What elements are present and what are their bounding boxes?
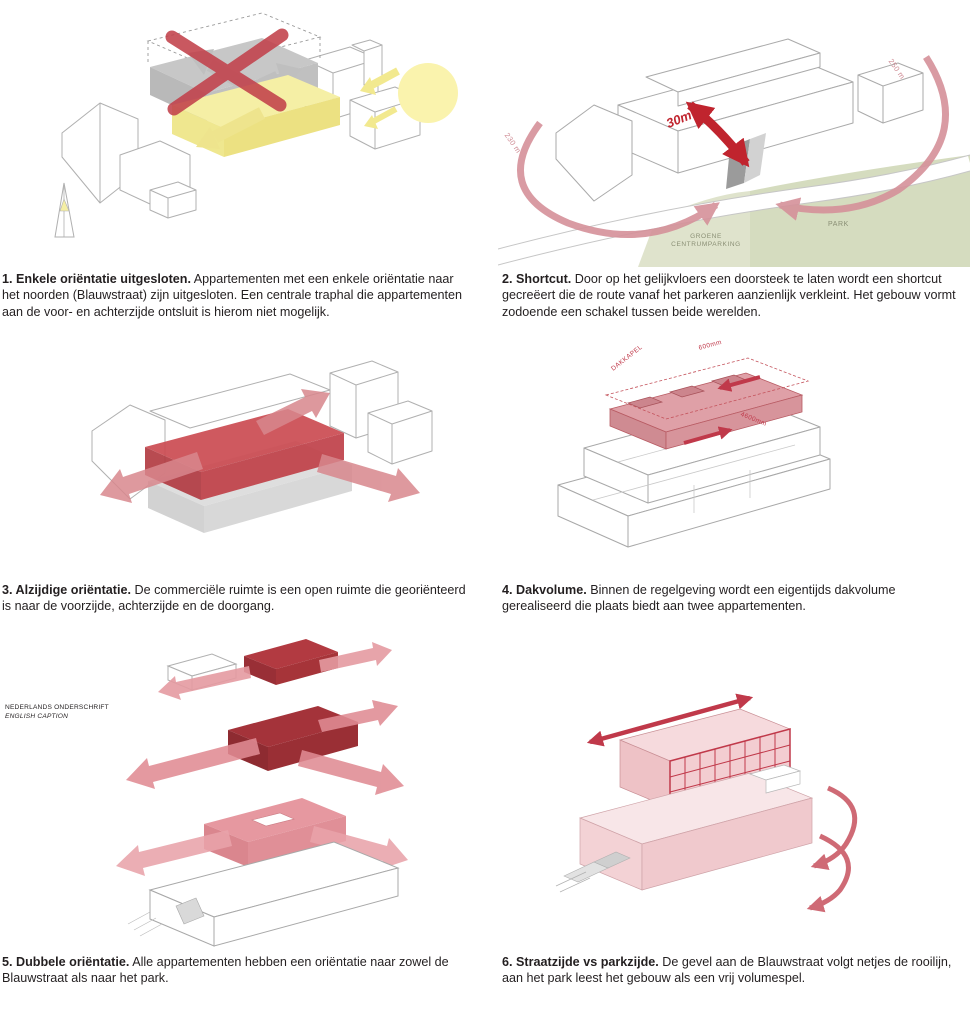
caption-2: 2. Shortcut. Door op het gelijkvloers ee…: [502, 271, 968, 320]
volume-play-arrows: [806, 785, 858, 913]
level-lower: [116, 798, 408, 876]
shortcut-arrow: [685, 101, 750, 168]
roof-arrows: [683, 375, 761, 445]
orientation-arrows-pink: [100, 389, 420, 503]
park-area-label: PARK: [828, 221, 849, 228]
caption-5: 5. Dubbele oriëntatie. Alle appartemente…: [2, 954, 472, 987]
caption-4-title: 4. Dakvolume.: [502, 583, 587, 597]
caption-4-body: Binnen de regelgeving wordt een eigentij…: [502, 583, 896, 614]
caption-4: 4. Dakvolume. Binnen de regelgeving word…: [502, 582, 968, 615]
caption-5-body: Alle appartementen hebben een oriëntatie…: [2, 955, 449, 986]
caption-5-title: 5. Dubbele oriëntatie.: [2, 955, 130, 969]
diagram-5-dubbele-orientatie: [116, 639, 408, 947]
stairs-detail: [555, 851, 631, 893]
orientation-arrows-top: [158, 642, 392, 700]
building-outlines: [91, 360, 433, 500]
caption-1-body: Appartementen met een enkele oriëntatie …: [2, 272, 462, 319]
sun-arrows: [360, 67, 400, 129]
parking-label-line1: GROENE: [690, 233, 722, 240]
diagram-3-alzijdige-orientatie: [91, 360, 433, 533]
orientation-arrows-middle: [126, 700, 404, 795]
figure-note-line2: ENGLISH CAPTION: [5, 712, 69, 720]
diagram-6-straatzijde-parkzijde: [555, 693, 858, 913]
roof-volume-pink: [608, 372, 804, 450]
orientation-arrow-yellow: [196, 107, 265, 149]
panel-1-enkele-orientatie: [0, 5, 480, 267]
parking-label-line2: CENTRUMPARKING: [671, 241, 741, 249]
route-arc-arrows: [516, 55, 949, 239]
caption-3-body: De commerciële ruimte is een open ruimte…: [2, 583, 466, 614]
caption-2-title: 2. Shortcut.: [502, 272, 572, 286]
caption-6: 6. Straatzijde vs parkzijde. De gevel aa…: [502, 954, 968, 987]
church-spire: [54, 182, 75, 238]
caption-1-title: 1. Enkele oriëntatie uitgesloten.: [2, 272, 191, 286]
panel-4-dakvolume: DAKKAPEL 600mm 4600mm: [498, 333, 970, 573]
caption-6-title: 6. Straatzijde vs parkzijde.: [502, 955, 659, 969]
dashed-roof-envelope: [604, 357, 810, 420]
caption-1: 1. Enkele oriëntatie uitgesloten. Appart…: [2, 271, 472, 320]
diagram-2-shortcut: [498, 38, 970, 267]
caption-3-title: 3. Alzijdige oriëntatie.: [2, 583, 131, 597]
sun-icon: [398, 63, 458, 123]
panel-6-straatzijde-parkzijde: [498, 680, 970, 952]
caption-6-body: De gevel aan de Blauwstraat volgt netjes…: [502, 955, 952, 986]
street-alignment-arrow: [586, 693, 754, 747]
caption-2-body: Door op het gelijkvloers een doorsteek t…: [502, 272, 956, 319]
red-cross-icon: [165, 28, 289, 116]
orientation-arrows-lower: [116, 826, 408, 876]
panel-3-alzijdige-orientatie: [0, 333, 480, 573]
base-building: [127, 841, 400, 947]
diagram-4-dakvolume: [557, 357, 831, 548]
figure-note-line1: NEDERLANDS ONDERSCHRIFT: [5, 704, 109, 711]
level-middle: [126, 700, 404, 795]
caption-3: 3. Alzijdige oriëntatie. De commerciële …: [2, 582, 472, 615]
level-top: [158, 639, 392, 700]
diagram-1-enkele-orientatie: [54, 12, 458, 238]
